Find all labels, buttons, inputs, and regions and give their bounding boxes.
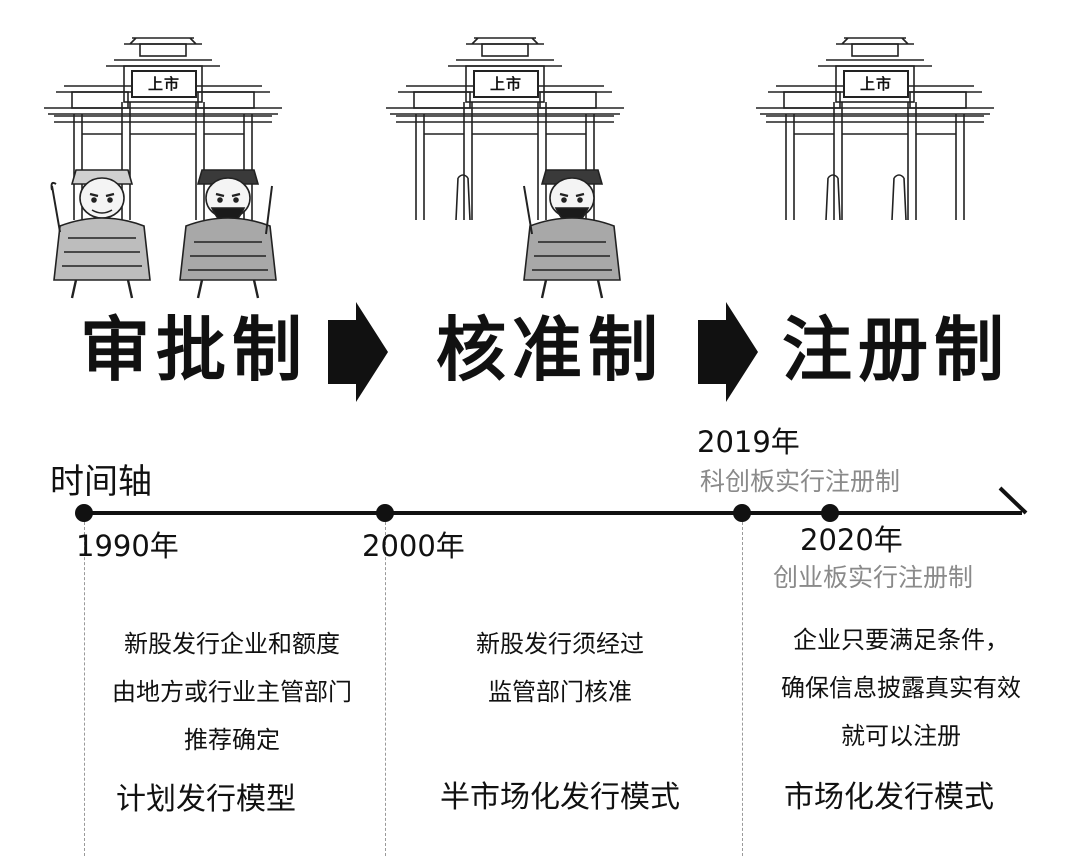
description-line: 新股发行企业和额度 — [124, 630, 340, 658]
regime-title-approval: 审批制 — [80, 309, 308, 391]
model-label-registration: 市场化发行模式 — [784, 780, 994, 815]
divider-1990 — [84, 522, 85, 856]
description-line: 确保信息披露真实有效 — [781, 674, 1021, 702]
year-label-2020: 2020年 — [800, 523, 903, 557]
archway-sign: 上市 — [473, 70, 539, 98]
regime-title-verification: 核准制 — [436, 309, 664, 391]
regime-title-registration: 注册制 — [782, 309, 1010, 391]
timeline-title: 时间轴 — [50, 462, 152, 502]
description-line: 监管部门核准 — [488, 678, 632, 706]
divider-2000 — [385, 522, 386, 856]
guardian-figure-right-1 — [172, 150, 284, 300]
timeline-dot-2000 — [376, 504, 394, 522]
event-label-2020: 创业板实行注册制 — [773, 563, 974, 592]
paifang-archway-icon — [756, 37, 994, 220]
event-label-2019: 科创板实行注册制 — [700, 467, 901, 496]
description-line: 由地方或行业主管部门 — [112, 678, 352, 706]
door-god-guardian-icon — [523, 169, 621, 299]
description-line: 推荐确定 — [184, 726, 280, 754]
model-label-approval: 计划发行模型 — [116, 782, 296, 817]
divider-2019 — [742, 522, 743, 856]
description-line: 企业只要满足条件， — [793, 626, 1009, 654]
paifang-archway-icon — [386, 37, 624, 220]
year-label-2000: 2000年 — [362, 529, 465, 563]
description-line: 就可以注册 — [841, 722, 961, 750]
description-verification: 新股发行须经过 监管部门核准 — [420, 620, 700, 716]
year-label-2019: 2019年 — [697, 425, 800, 459]
right-arrow-icon — [696, 300, 760, 404]
archway-illustration-1: 上市 — [44, 30, 282, 220]
right-arrow-icon — [326, 300, 390, 404]
description-approval: 新股发行企业和额度 由地方或行业主管部门 推荐确定 — [92, 620, 372, 764]
archway-illustration-3: 上市 — [756, 30, 994, 220]
archway-sign: 上市 — [131, 70, 197, 98]
timeline-dot-2020 — [821, 504, 839, 522]
archway-sign: 上市 — [843, 70, 909, 98]
paifang-archway-icon — [44, 37, 282, 220]
timeline-dot-1990 — [75, 504, 93, 522]
year-label-1990: 1990年 — [76, 529, 179, 563]
archway-illustration-2: 上市 — [386, 30, 624, 220]
door-god-guardian-icon — [50, 169, 151, 299]
guardian-figure-left-1 — [46, 150, 158, 300]
timeline-arrowhead — [998, 486, 1028, 515]
guardian-figure-2 — [516, 150, 628, 300]
description-line: 新股发行须经过 — [476, 630, 644, 658]
model-label-verification: 半市场化发行模式 — [440, 780, 680, 815]
door-god-guardian-icon — [179, 169, 277, 299]
timeline-dot-2019 — [733, 504, 751, 522]
description-registration: 企业只要满足条件， 确保信息披露真实有效 就可以注册 — [756, 616, 1046, 760]
